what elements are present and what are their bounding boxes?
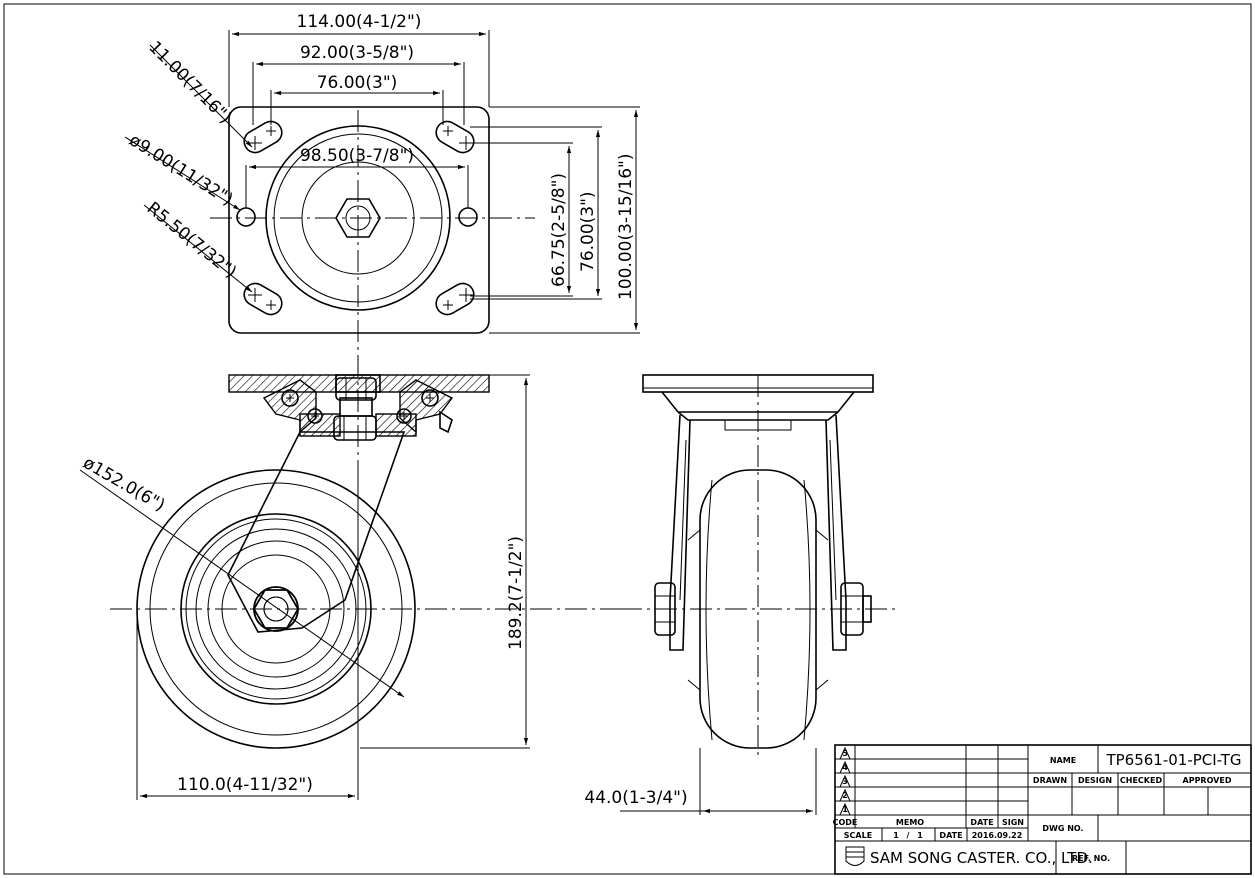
date-label-2: DATE [939,831,962,840]
dim-hole-spacing-outer: 92.00(3-5/8") [300,43,414,63]
dim-plate-height: 100.00(3-15/16") [616,153,636,300]
dwg-no-label: DWG NO. [1042,824,1083,833]
code-label: CODE [833,818,858,827]
approved-label: APPROVED [1183,776,1232,785]
memo-label: MEMO [896,818,924,827]
dim-slot-spacing-vertical: 66.75(2-5/8") [549,173,569,287]
rev-mark-4: 4 [842,763,848,772]
design-label: DESIGN [1078,776,1112,785]
hole-right [458,207,478,227]
rev-mark-2: 2 [842,791,848,800]
dim-center-spacing: 98.50(3-7/8") [300,146,414,166]
rev-mark-5: 5 [842,749,848,758]
checked-label: CHECKED [1120,776,1163,785]
mounting-plate [228,106,490,334]
dim-overall-height: 189.2(7-1/2") [506,536,526,650]
company-logo-icon [845,846,865,866]
front-view: ø152.0(6") 189.2(7-1/2") 110.0(4-11/32") [80,374,640,800]
date-label: DATE [970,818,993,827]
scale-den: 1 [917,831,923,840]
dim-slot-width: 11.00(7/16") [144,37,234,127]
dim-slot-radius: R5.50(7/32") [143,198,240,282]
scale-sep: / [907,831,910,840]
dim-wheel-diameter: ø152.0(6") [80,453,169,516]
top-view: 114.00(4-1/2") 92.00(3-5/8") 76.00(3") 9… [124,12,640,460]
slot-bottom-right [435,282,475,316]
dim-hole-diameter: ø9.00(11/32") [125,130,236,210]
ref-no-label: REF. NO. [1072,854,1110,863]
hole-left [236,207,256,227]
dim-plate-width: 114.00(4-1/2") [297,12,422,32]
name-label: NAME [1050,756,1076,765]
dim-hole-spacing-inner: 76.00(3") [317,73,398,93]
dim-swivel-offset: 110.0(4-11/32") [177,775,313,795]
rev-mark-1: 1 [842,805,848,814]
dim-hole-spacing-vertical: 76.00(3") [578,191,598,272]
scale-num: 1 [893,831,899,840]
drawn-label: DRAWN [1033,776,1067,785]
part-name: TP6561-01-PCI-TG [1105,751,1241,769]
slot-top-left [243,120,283,154]
rev-mark-3: 3 [842,777,848,786]
side-view: 44.0(1-3/4") [584,374,895,815]
sign-label: SIGN [1002,818,1024,827]
slot-top-right [435,120,475,154]
title-block: 5 4 3 2 1 CODE MEMO DATE SIGN SCALE 1 / … [833,744,1252,875]
date-value: 2016.09.22 [972,831,1023,840]
dim-wheel-width: 44.0(1-3/4") [584,788,687,808]
scale-label: SCALE [844,831,872,840]
slot-bottom-left [243,282,283,316]
sheet-border [3,3,1252,875]
company-name: SAM SONG CASTER. CO., LTD. [870,849,1093,867]
